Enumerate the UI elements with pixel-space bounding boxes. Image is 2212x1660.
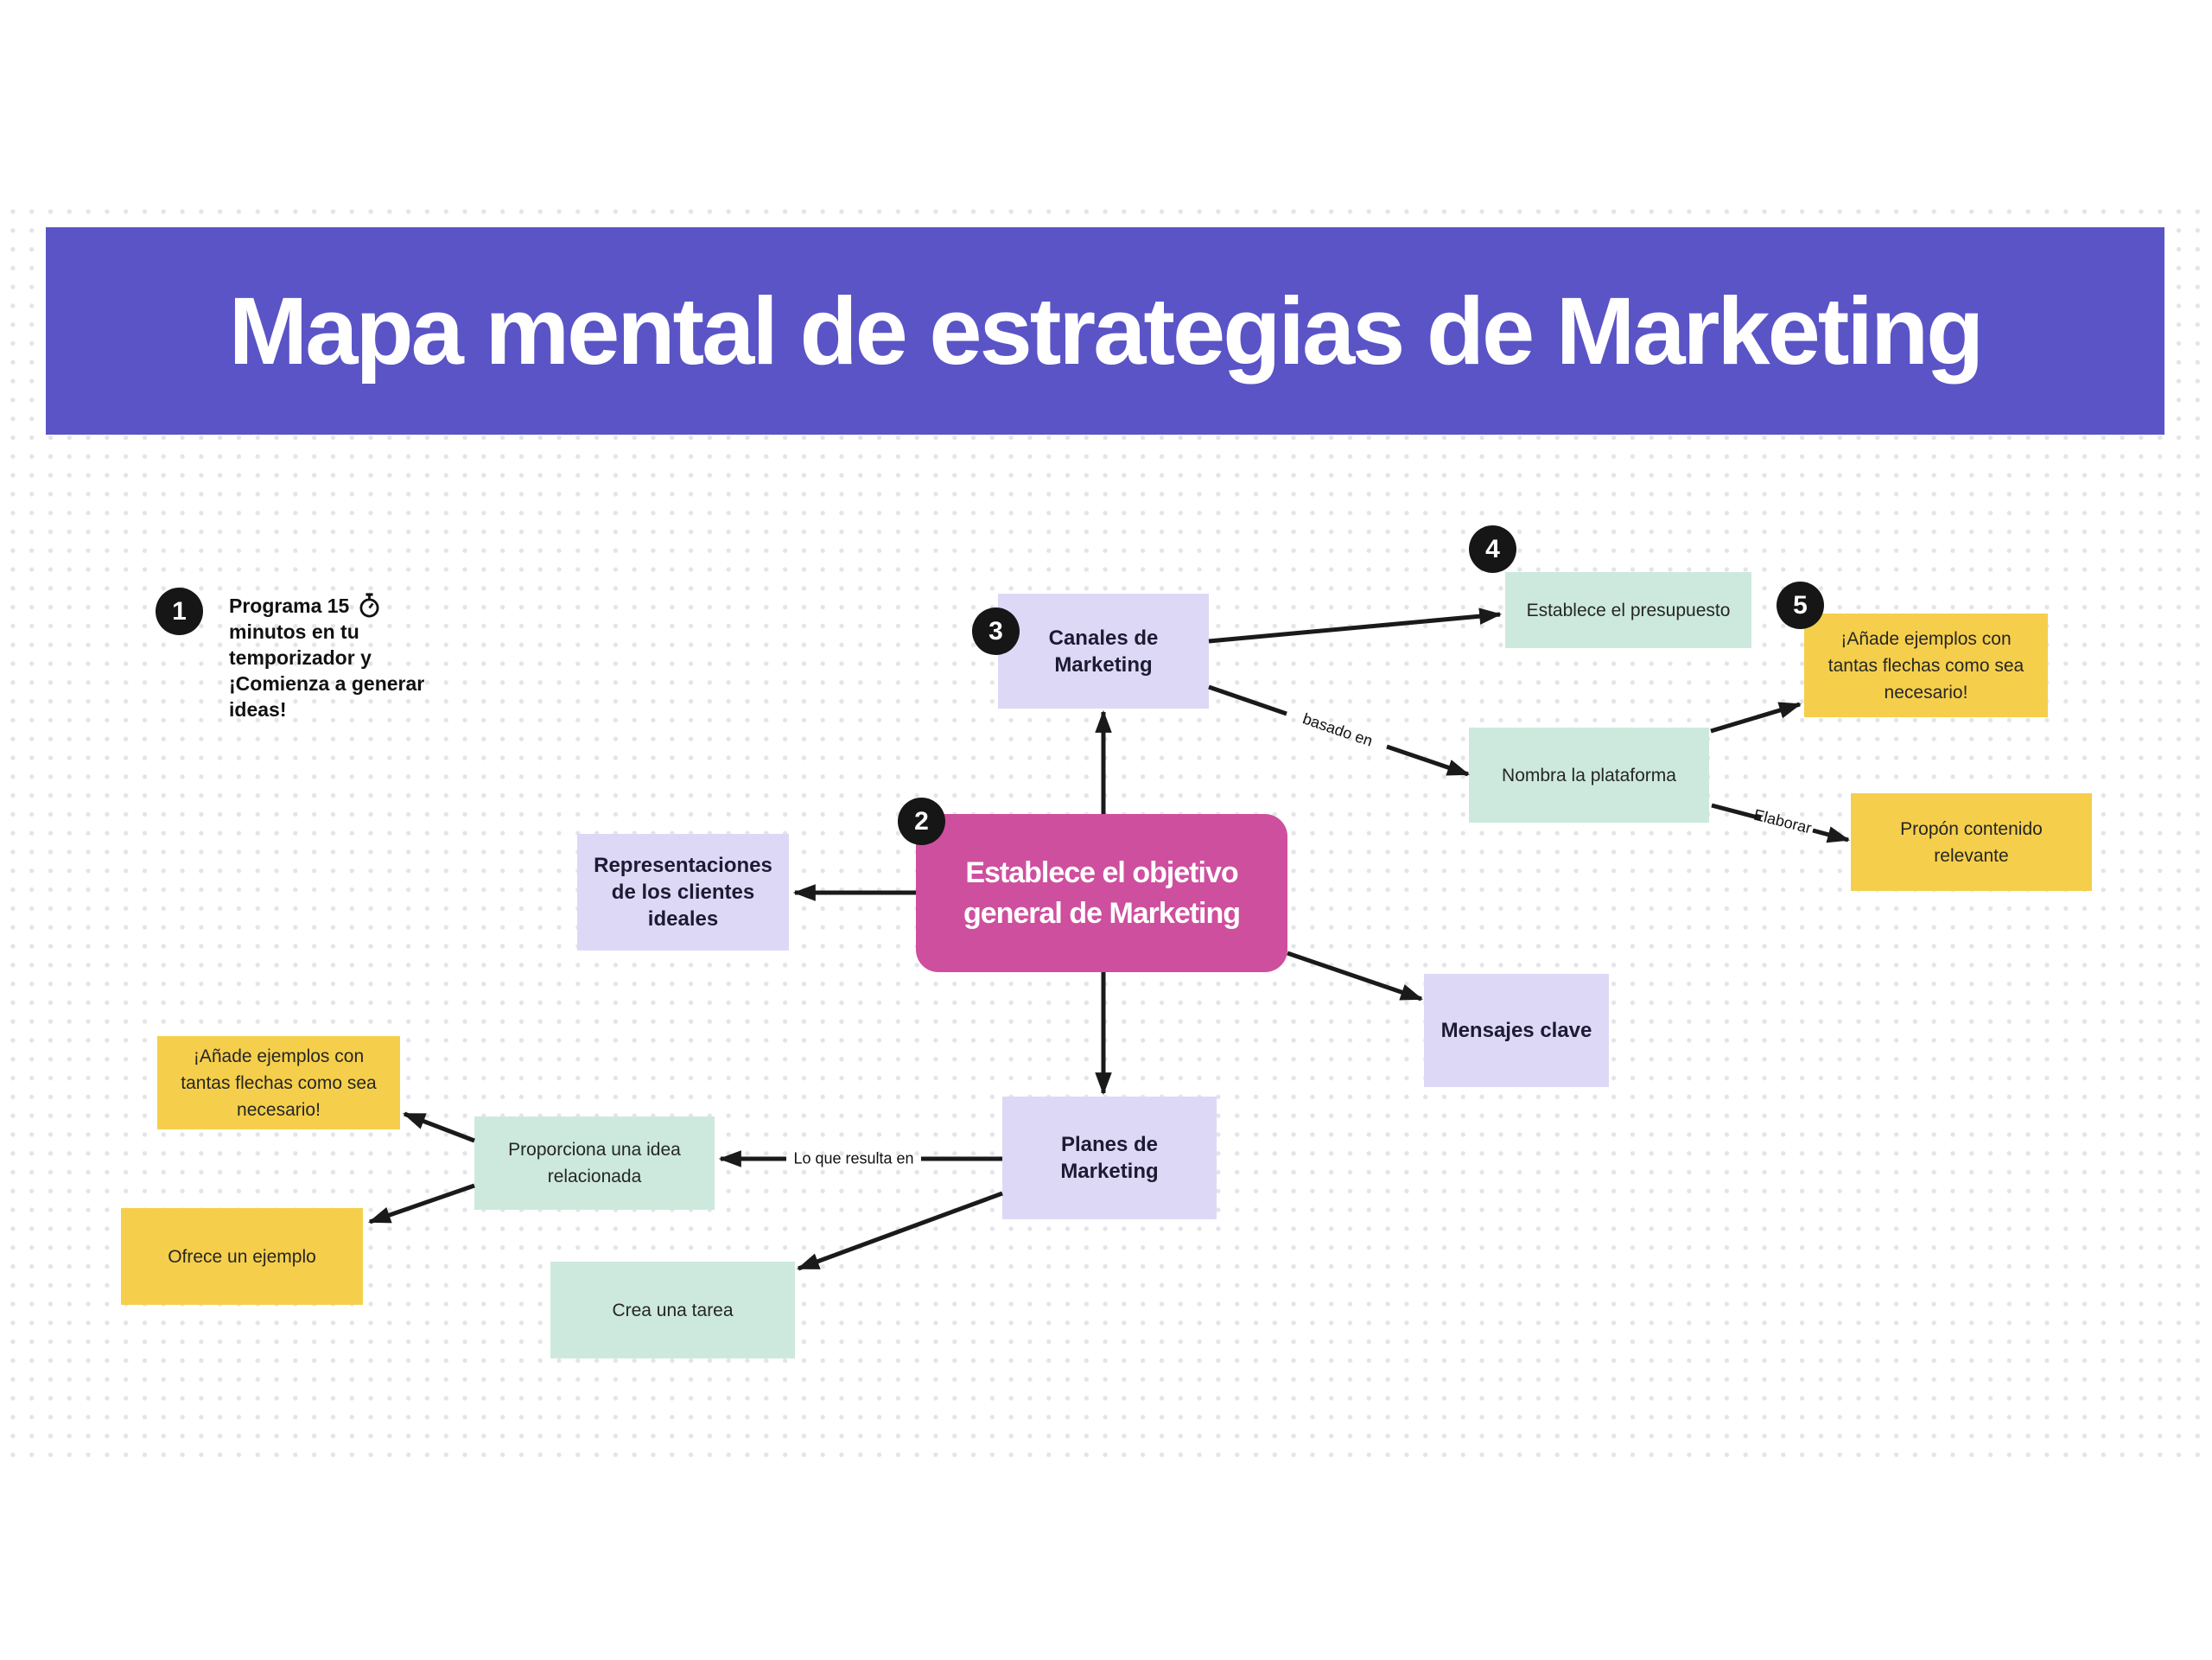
node-text: Nombra la plataforma [1502,765,1676,785]
node-text: Representaciones [594,854,772,877]
node-propon-contenido-relevante[interactable]: Propón contenido relevante [1851,793,2092,891]
step1-instruction[interactable]: Programa 15 minutos en tu temporizador y… [229,593,447,722]
step-badge-5: 5 [1777,582,1824,629]
node-text: necesario! [237,1099,321,1120]
node-text: tantas flechas como sea [1827,655,2024,676]
step-badge-3: 3 [972,607,1020,655]
node-text: Marketing [1060,1160,1159,1183]
node-text: Propón contenido [1900,818,2043,839]
node-text: Establece el presupuesto [1526,600,1731,620]
node-text: Planes de [1060,1133,1159,1156]
node-representaciones-clientes-ideales[interactable]: Representaciones de los clientes ideales [577,834,789,951]
step-badge-1: 1 [156,588,203,635]
node-planes-de-marketing[interactable]: Planes de Marketing [1002,1097,1217,1219]
node-anade-ejemplos-izquierda[interactable]: ¡Añade ejemplos con tantas flechas como … [157,1036,400,1129]
node-text: Establece el objetivo [965,855,1238,889]
node-text: tantas flechas como sea [181,1072,377,1093]
node-text: relacionada [547,1167,642,1186]
node-text: Crea una tarea [612,1300,734,1320]
node-anade-ejemplos-derecha[interactable]: ¡Añade ejemplos con tantas flechas como … [1804,614,2048,717]
node-objetivo-general-marketing[interactable]: Establece el objetivo general de Marketi… [916,814,1287,972]
node-ofrece-un-ejemplo[interactable]: Ofrece un ejemplo [121,1208,363,1305]
stopwatch-icon [359,593,379,618]
node-crea-una-tarea[interactable]: Crea una tarea [550,1262,795,1358]
edge-label-lo-que-resulta-en[interactable]: Lo que resulta en [793,1149,914,1167]
node-text: Ofrece un ejemplo [168,1246,316,1267]
node-establece-el-presupuesto[interactable]: Establece el presupuesto [1505,572,1751,648]
node-text: ideales [647,907,719,931]
node-text: de los clientes [611,881,755,904]
title-banner: Mapa mental de estrategias de Marketing [46,227,2164,435]
node-text: necesario! [1884,682,1968,703]
node-mensajes-clave[interactable]: Mensajes clave [1424,974,1609,1087]
node-text: Mensajes clave [1440,1019,1592,1042]
node-text: Proporciona una idea [508,1140,681,1160]
page-title: Mapa mental de estrategias de Marketing [228,277,1985,385]
node-canales-de-marketing[interactable]: Canales de Marketing [998,594,1209,709]
node-nombra-la-plataforma[interactable]: Nombra la plataforma [1469,728,1709,823]
node-proporciona-idea-relacionada[interactable]: Proporciona una idea relacionada [474,1116,715,1210]
node-text: general de Marketing [963,896,1241,930]
node-text: ¡Añade ejemplos con [193,1046,365,1066]
step-badge-2: 2 [898,798,945,845]
step1-text-line1: Programa 15 [229,595,350,617]
node-text: Marketing [1054,652,1153,677]
node-text: ¡Añade ejemplos con [1840,628,2012,649]
step-badge-4: 4 [1469,525,1516,573]
node-text: relevante [1934,845,2009,866]
step1-text-rest: minutos en tu temporizador y ¡Comienza a… [229,620,425,721]
node-text: Canales de [1048,626,1159,650]
